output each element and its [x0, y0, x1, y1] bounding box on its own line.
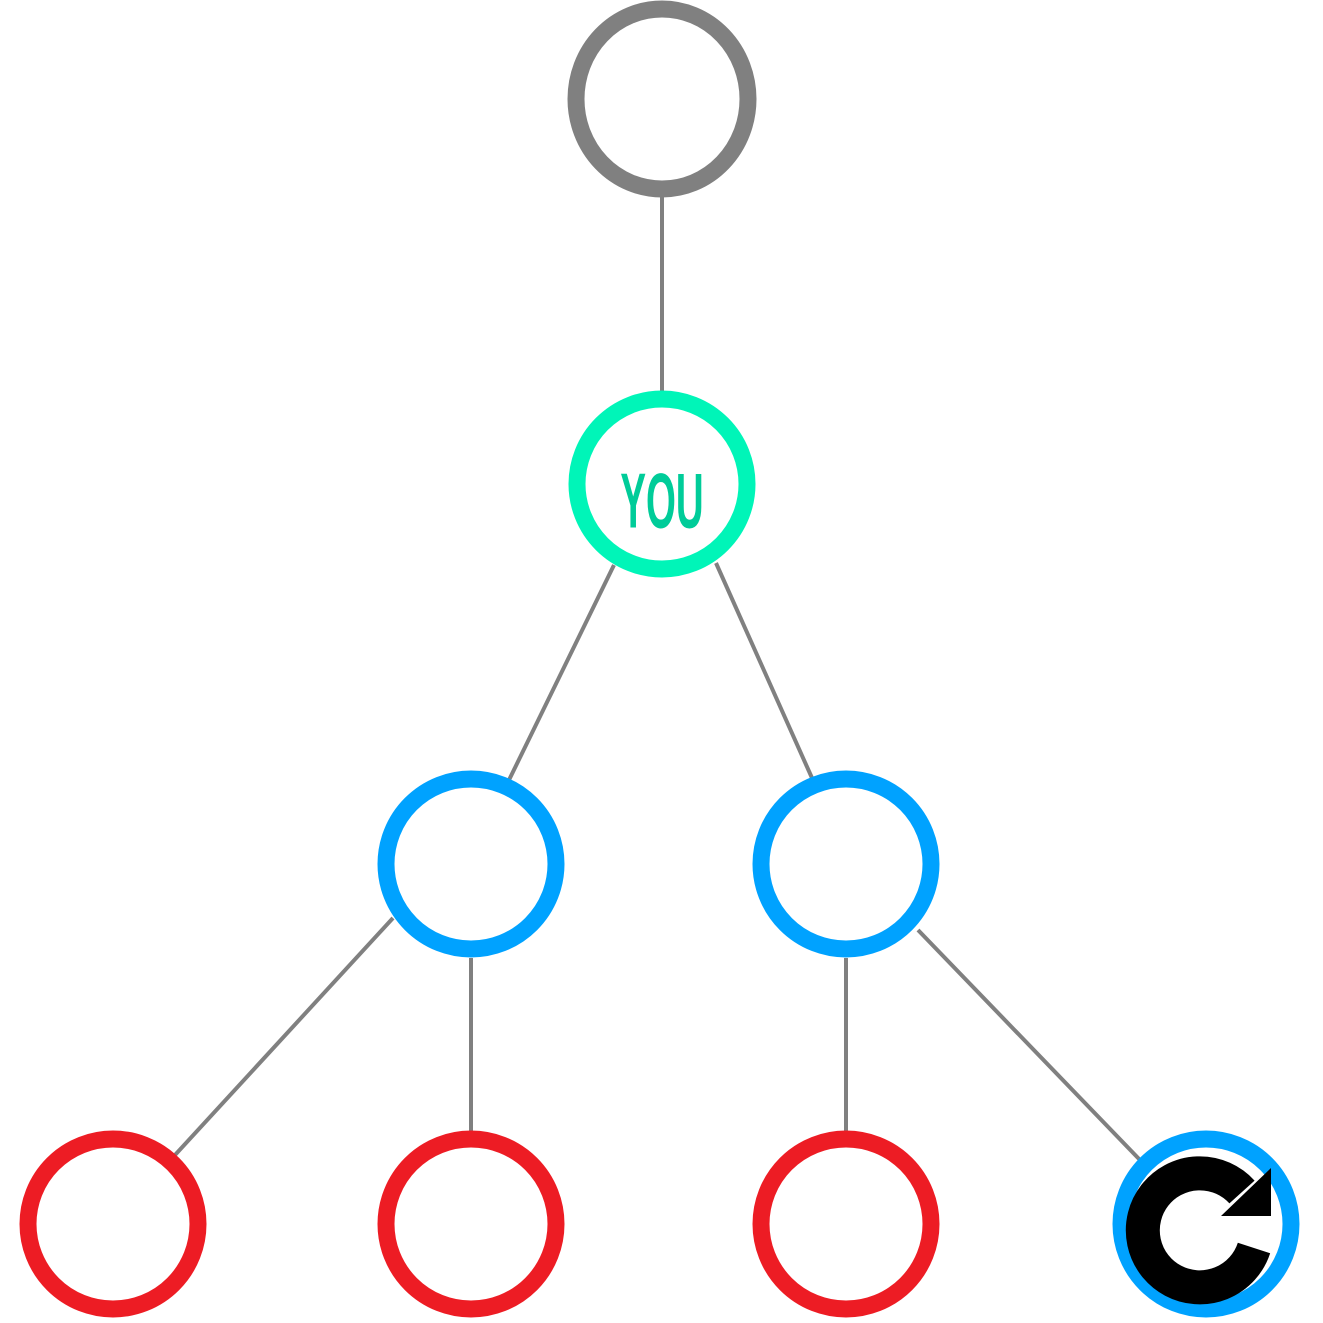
you-label: YOU	[620, 458, 703, 544]
root-node	[567, 0, 757, 198]
edge-you-left-child	[507, 564, 616, 781]
leaf-node-2	[377, 1130, 565, 1318]
edge-left-child-leaf-1	[173, 916, 395, 1157]
edge-right-child-leaf-4	[916, 928, 1142, 1162]
you-node: YOU	[568, 390, 756, 578]
leaf-node-1	[19, 1130, 207, 1318]
child-node-right	[752, 770, 940, 958]
leaf-node-4[interactable]	[1112, 1130, 1300, 1318]
child-node-left	[377, 770, 565, 958]
edge-you-right-child	[714, 562, 814, 779]
leaf-node-3	[752, 1130, 940, 1318]
you-node-ring	[568, 390, 756, 578]
refresh-icon[interactable]	[1125, 1156, 1271, 1305]
